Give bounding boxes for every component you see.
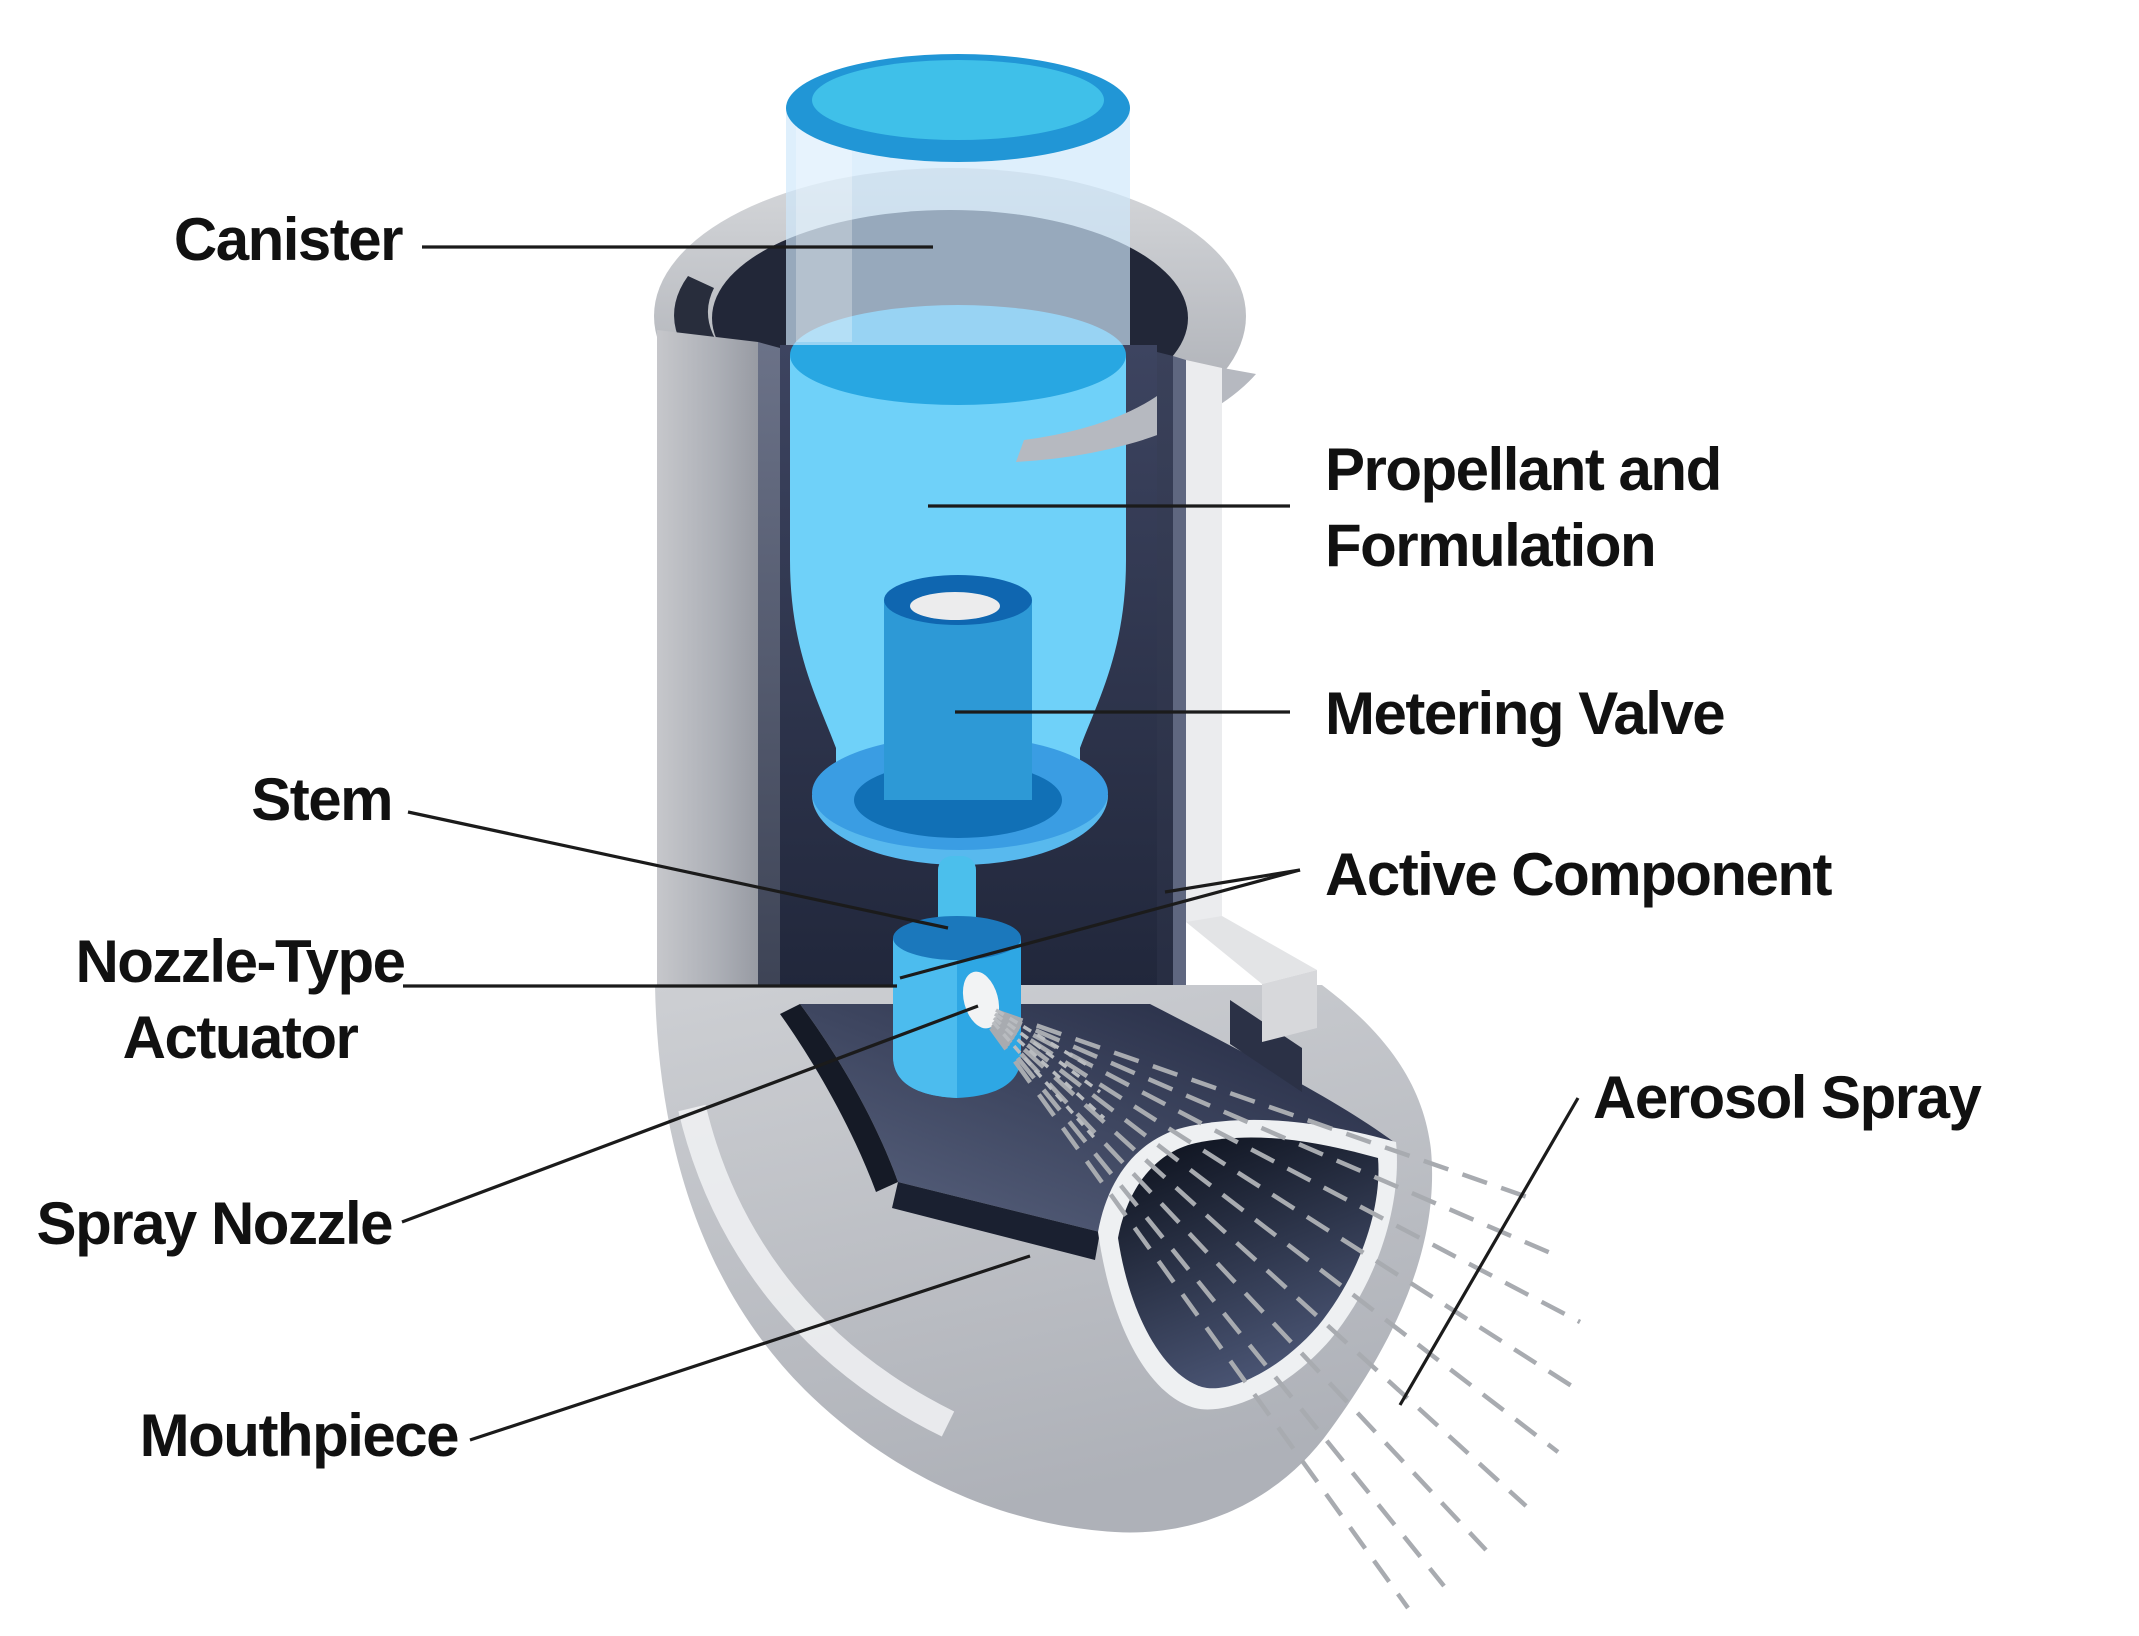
- label-metering-valve: Metering Valve: [1325, 680, 1726, 747]
- leader-lines: [401, 245, 1580, 1442]
- case-step-notch: [1186, 916, 1317, 1092]
- spray-cone-near-nozzle: [991, 1008, 1106, 1144]
- label-active-component: Active Component: [1325, 841, 1833, 908]
- valve-ferrule: [812, 690, 1108, 865]
- leader-active-component-a: [1164, 868, 1301, 894]
- label-spray-nozzle: Spray Nozzle: [36, 1190, 394, 1257]
- mouthpiece-opening: [1098, 1119, 1397, 1410]
- leader-spray-nozzle: [401, 1004, 979, 1224]
- label-mouthpiece: Mouthpiece: [139, 1402, 460, 1469]
- label-nozzle-type-actuator: Nozzle-Type Actuator: [75, 928, 406, 1071]
- canister-part: [786, 54, 1130, 345]
- case-right-wall: [1157, 352, 1222, 1000]
- leader-aerosol-spray: [1398, 1097, 1580, 1406]
- case-left-wall: [657, 330, 780, 1008]
- label-aerosol-spray: Aerosol Spray: [1593, 1064, 1982, 1131]
- spray-nozzle-hole: [962, 971, 1000, 1029]
- label-canister: Canister: [173, 206, 404, 273]
- leader-mouthpiece: [469, 1254, 1031, 1442]
- label-propellant-and-formulation: Propellant and Formulation: [1325, 436, 1722, 579]
- aerosol-spray-lines: [989, 1009, 1582, 1610]
- leader-active-component-b: [899, 868, 1301, 980]
- leader-stem: [407, 810, 949, 930]
- nozzle-actuator-part: [893, 916, 1021, 1098]
- label-stem: Stem: [251, 766, 393, 833]
